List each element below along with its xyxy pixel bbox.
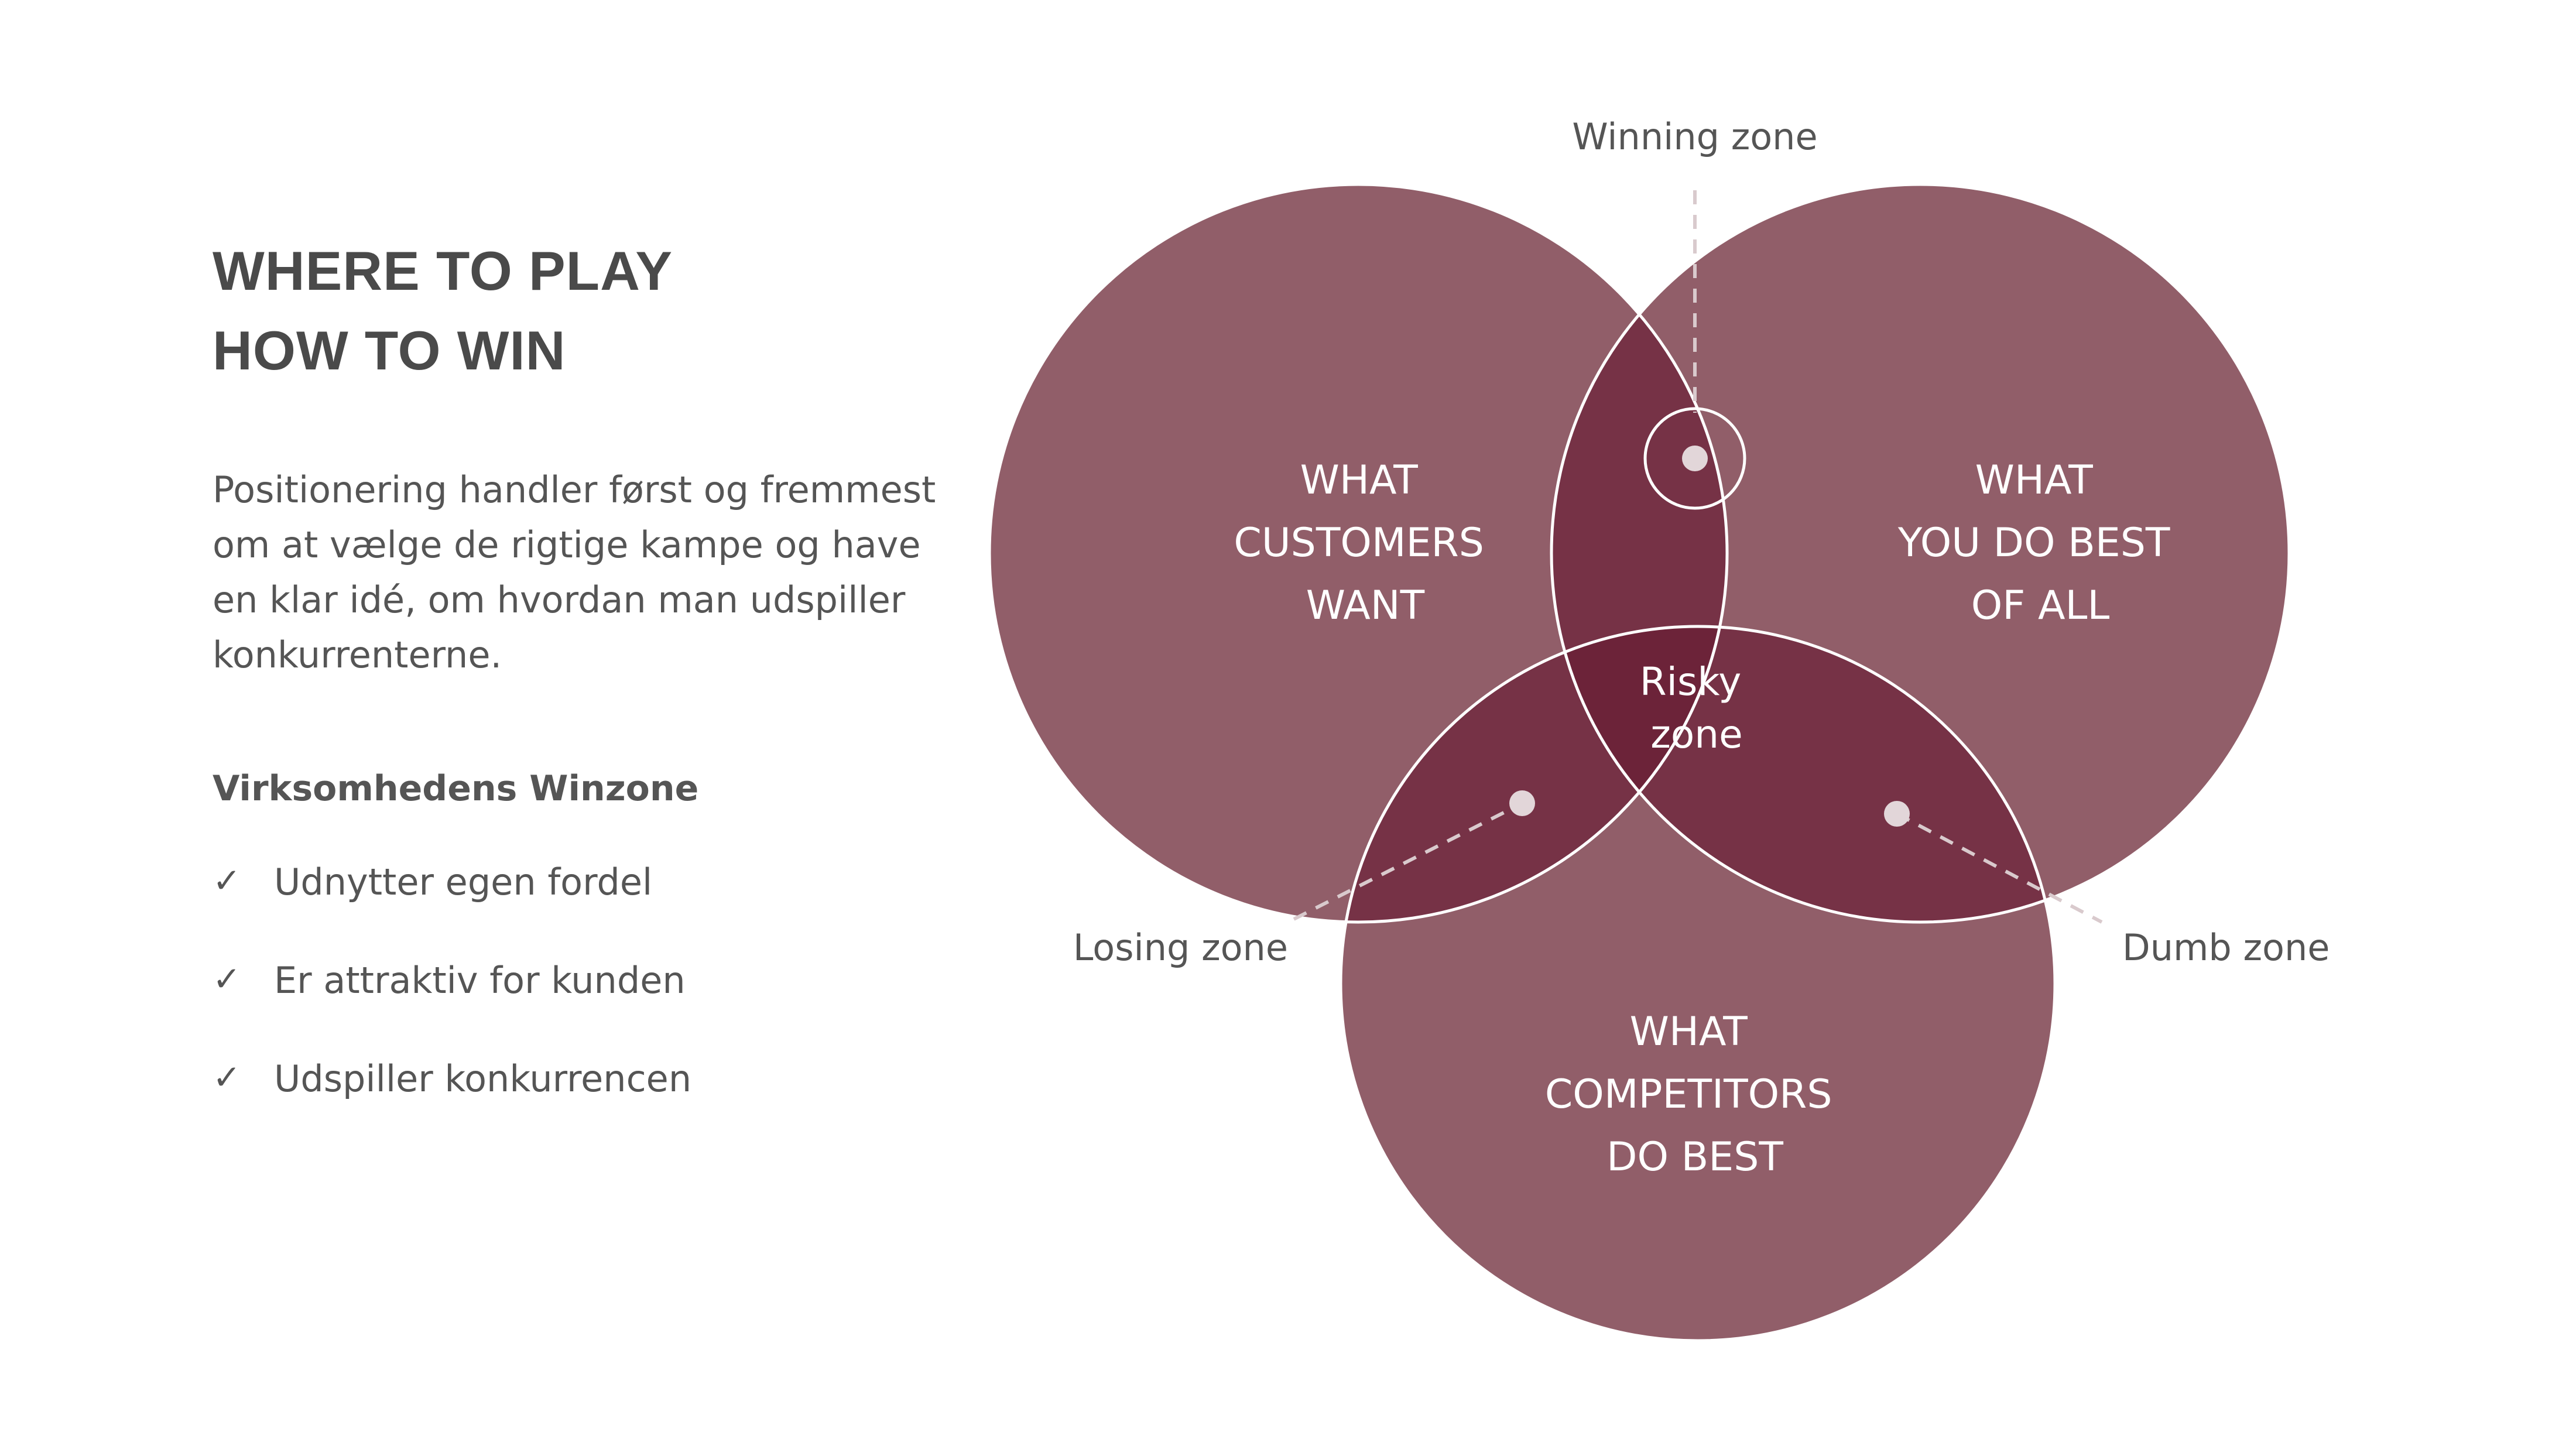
intro-paragraph: Positionering handler først og fremmest … [213, 468, 936, 676]
checkmark-icon: ✓ [213, 861, 241, 900]
label-risky-line-2: zone [1650, 712, 1742, 757]
winning-dot [1682, 446, 1708, 471]
label-competitors-line-2: COMPETITORS [1545, 1071, 1832, 1118]
outline-you [1550, 183, 2291, 924]
circle-outlines [988, 183, 2291, 1342]
label-competitors-line-3: DO BEST [1606, 1134, 1783, 1180]
label-customers-line-3: WANT [1306, 583, 1425, 629]
label-you-line-2: YOU DO BEST [1897, 520, 2170, 566]
checkmark-icon: ✓ [213, 1057, 241, 1097]
outline-competitors [1339, 625, 2057, 1342]
label-you-line-3: OF ALL [1971, 583, 2110, 629]
label-competitors: WHAT COMPETITORS DO BEST [1545, 1009, 1845, 1180]
list-item: ✓ Udnytter egen fordel [213, 861, 691, 959]
overlap-you-competitors [1551, 626, 2055, 922]
label-you-line-1: WHAT [1975, 457, 2094, 503]
title-line-2: HOW TO WIN [213, 320, 566, 381]
page-title: WHERE TO PLAY HOW TO WIN [213, 231, 673, 390]
winzone-checklist: ✓ Udnytter egen fordel ✓ Er attraktiv fo… [213, 861, 691, 1156]
label-risky-zone: Risky zone [1640, 659, 1754, 757]
label-competitors-line-1: WHAT [1630, 1009, 1748, 1055]
label-customers-line-2: CUSTOMERS [1234, 520, 1484, 566]
label-customers-line-1: WHAT [1300, 457, 1419, 503]
leader-lines [1293, 190, 2103, 924]
leader-losing [1293, 801, 1523, 921]
label-winning-zone: Winning zone [1572, 115, 1817, 158]
list-item-label: Udspiller konkurrencen [274, 1057, 692, 1100]
label-customers: WHAT CUSTOMERS WANT [1234, 457, 1496, 629]
label-you: WHAT YOU DO BEST OF ALL [1897, 457, 2183, 629]
list-item-label: Udnytter egen fordel [274, 861, 653, 903]
list-item: ✓ Er attraktiv for kunden [213, 959, 691, 1057]
outline-customers [988, 183, 1729, 924]
title-line-1: WHERE TO PLAY [213, 240, 673, 302]
checkmark-icon: ✓ [213, 959, 241, 999]
dumb-dot [1884, 801, 1910, 827]
label-losing-zone: Losing zone [1073, 926, 1288, 969]
winning-target-ring [1643, 407, 1746, 510]
winzone-heading: Virksomhedens Winzone [213, 768, 699, 809]
losing-dot [1509, 790, 1535, 816]
list-item-label: Er attraktiv for kunden [274, 959, 686, 1002]
label-dumb-zone: Dumb zone [2122, 926, 2330, 969]
leader-dumb [1896, 812, 2103, 924]
list-item: ✓ Udspiller konkurrencen [213, 1057, 691, 1156]
label-risky-line-1: Risky [1640, 659, 1742, 704]
